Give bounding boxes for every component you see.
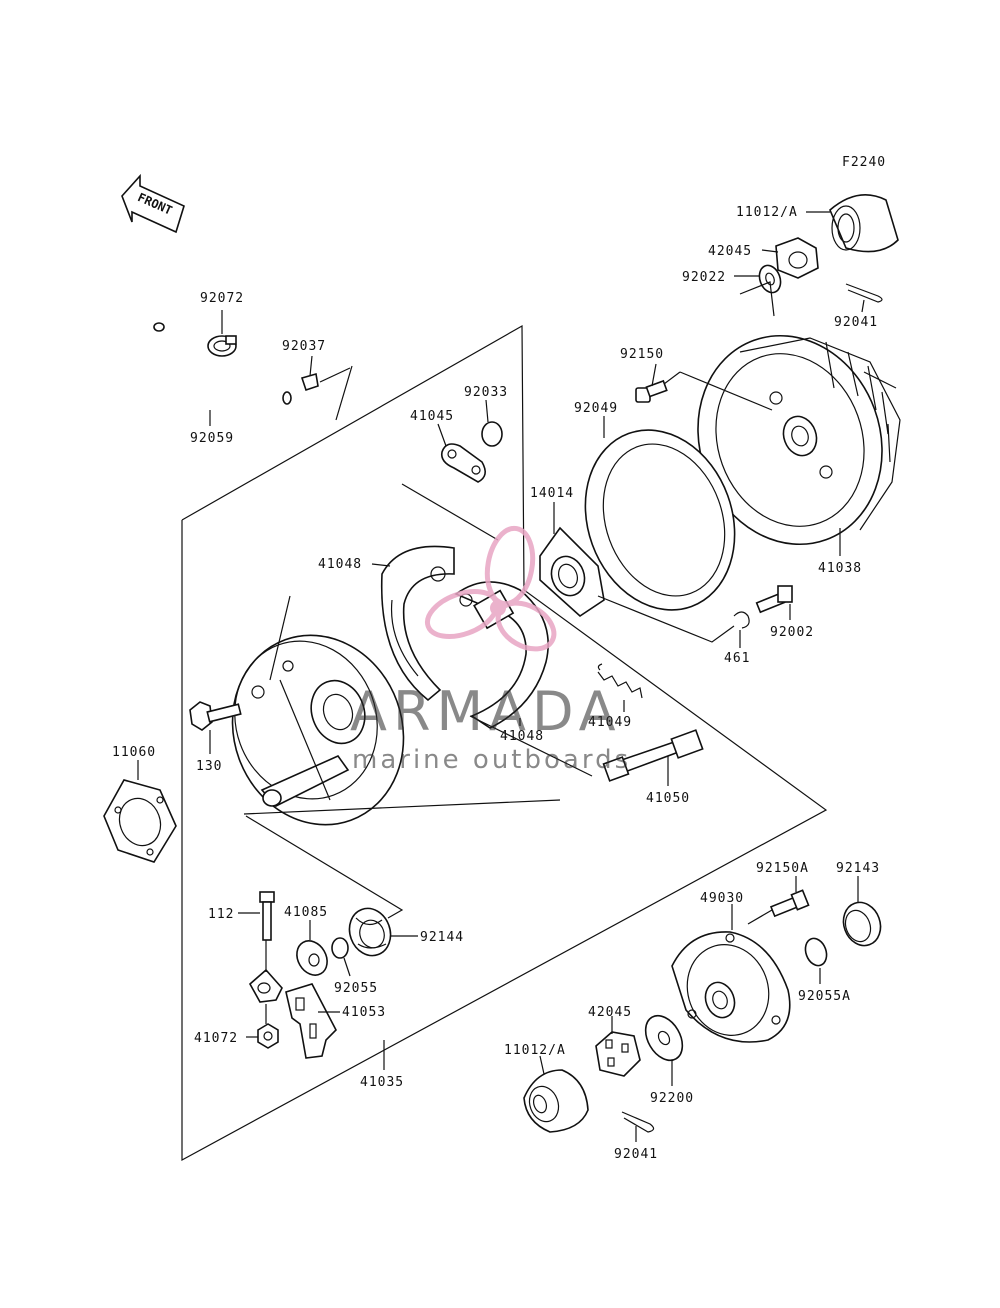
fitting-92037-part	[300, 372, 319, 392]
cotter-pin-bottom-part	[621, 1111, 655, 1133]
label-92055a: 92055A	[798, 989, 851, 1004]
label-92033: 92033	[464, 385, 508, 400]
label-92037: 92037	[282, 339, 326, 354]
bearing-plate-part	[539, 526, 605, 618]
label-41045: 41045	[410, 409, 454, 424]
label-41050: 41050	[646, 791, 690, 806]
backing-plate-part	[231, 634, 405, 826]
label-41053: 41053	[342, 1005, 386, 1020]
lever-41053-part	[248, 940, 337, 1059]
label-42045-bottom: 42045	[588, 1005, 632, 1020]
label-42045-top: 42045	[708, 244, 752, 259]
bolt-130-part	[189, 701, 242, 731]
label-41048-lower: 41048	[500, 729, 544, 744]
label-92055: 92055	[334, 981, 378, 996]
label-41048-upper: 41048	[318, 557, 362, 572]
cap-bottom-part	[523, 1069, 589, 1133]
washer-92200-part	[644, 1014, 684, 1062]
washer-92022-part	[758, 264, 782, 294]
label-92002: 92002	[770, 625, 814, 640]
oring-92055-part	[331, 937, 349, 959]
castle-nut-top-part	[775, 237, 819, 279]
label-11012a-top: 11012/A	[736, 205, 798, 220]
camshaft-41050-part	[602, 729, 704, 782]
cap-top-part	[829, 194, 899, 253]
label-49030: 49030	[700, 891, 744, 906]
watermark-brand: ARMADA	[350, 680, 622, 743]
armada-logo	[424, 525, 557, 652]
label-92059: 92059	[190, 431, 234, 446]
spring-41049-part	[597, 663, 643, 699]
front-arrow-icon: FRONT	[121, 173, 185, 234]
bolt-92150-part	[635, 379, 668, 403]
seal-ring-part	[584, 429, 736, 611]
label-11060: 11060	[112, 745, 156, 760]
label-41072: 41072	[194, 1031, 238, 1046]
label-92200: 92200	[650, 1091, 694, 1106]
label-14014: 14014	[530, 486, 574, 501]
label-461: 461	[724, 651, 750, 666]
link-41045-part	[440, 443, 486, 483]
watermark-tagline: marine outboards	[352, 745, 631, 775]
ring-92033-part	[481, 421, 503, 447]
clip-461-part	[733, 611, 750, 629]
hub-49030-part	[671, 931, 791, 1043]
label-41038: 41038	[818, 561, 862, 576]
collar-92143-part	[842, 901, 882, 947]
hose-92059-part	[152, 322, 292, 412]
bolt-92002-part	[755, 585, 793, 614]
washer-41085-part	[296, 940, 328, 976]
bolt-92150a-part	[769, 889, 810, 918]
label-41049: 41049	[588, 715, 632, 730]
label-92150a: 92150A	[756, 861, 809, 876]
cotter-pin-top-part	[845, 283, 883, 303]
label-112: 112	[208, 907, 234, 922]
label-92022: 92022	[682, 270, 726, 285]
assembly-outline	[181, 324, 828, 1162]
clamp-92072-part	[207, 335, 237, 357]
brake-drum-part	[697, 334, 901, 546]
bolt-112-part	[259, 891, 275, 941]
label-11012a-bottom: 11012/A	[504, 1043, 566, 1058]
label-92041-top: 92041	[834, 315, 878, 330]
label-92144: 92144	[420, 930, 464, 945]
oring-92055a-part	[804, 937, 828, 967]
spring-92144-part	[348, 907, 392, 957]
label-92041-bottom: 92041	[614, 1147, 658, 1162]
label-41085: 41085	[284, 905, 328, 920]
nut-41072-part	[257, 1004, 279, 1049]
label-41035: 41035	[360, 1075, 404, 1090]
gasket-11060-part	[103, 779, 177, 863]
castle-nut-bottom-part	[595, 1031, 641, 1077]
brake-shoe-upper-part	[380, 545, 455, 702]
label-92049: 92049	[574, 401, 618, 416]
label-92150: 92150	[620, 347, 664, 362]
figure-code: F2240	[842, 155, 886, 170]
label-130: 130	[196, 759, 222, 774]
label-92072: 92072	[200, 291, 244, 306]
label-92143: 92143	[836, 861, 880, 876]
